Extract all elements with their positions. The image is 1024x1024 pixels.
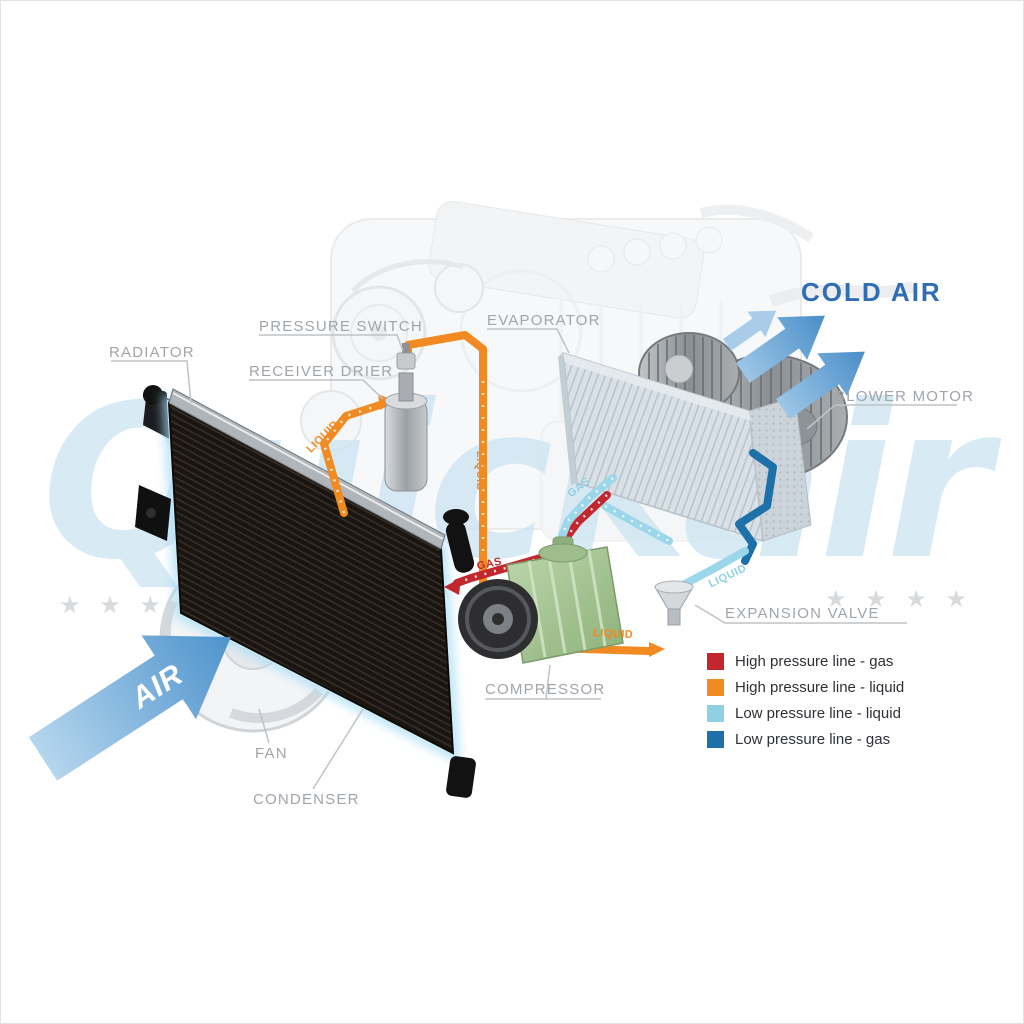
fan-label: FAN xyxy=(255,745,288,762)
cold-air-label: COLD AIR xyxy=(801,277,942,307)
compressor-label: COMPRESSOR xyxy=(485,681,605,698)
condenser xyxy=(135,388,476,798)
condenser-label: CONDENSER xyxy=(253,791,360,808)
pipe-low-pressure-evaporator-to-compressor xyxy=(557,474,617,543)
compressor xyxy=(458,536,624,664)
legend-swatch-low-pressure-gas xyxy=(707,731,724,748)
legend: High pressure line - gas High pressure l… xyxy=(707,653,904,748)
leader-lines xyxy=(111,328,957,790)
pipe-low-pressure-liquid-expansion-to-evaporator xyxy=(677,547,749,590)
legend-item-high-pressure-liquid: High pressure line - liquid xyxy=(707,679,904,696)
pressure-switch xyxy=(396,343,416,370)
cold-air-arrows xyxy=(722,310,865,419)
pipe-label-liquid-2: LIQUID xyxy=(474,451,486,491)
legend-label-high-pressure-gas: High pressure line - gas xyxy=(735,653,894,670)
receiver-drier xyxy=(384,372,428,492)
legend-swatch-high-pressure-liquid xyxy=(707,679,724,696)
pipe-label-liquid-3: LIQUID xyxy=(593,627,634,641)
legend-item-high-pressure-gas: High pressure line - gas xyxy=(707,653,904,670)
legend-swatch-low-pressure-liquid xyxy=(707,705,724,722)
radiator-label: RADIATOR xyxy=(109,344,195,361)
legend-label-low-pressure-liquid: Low pressure line - liquid xyxy=(735,705,901,722)
receiver-drier-label: RECEIVER DRIER xyxy=(249,363,393,380)
pipe-low-pressure-gas xyxy=(735,449,777,565)
pipe-low-pressure-liquid-hose xyxy=(601,502,673,545)
expansion-valve xyxy=(654,580,694,626)
watermark-stars-left: ★ ★ ★ xyxy=(59,592,167,619)
evaporator-label: EVAPORATOR xyxy=(487,312,601,329)
legend-swatch-high-pressure-gas xyxy=(707,653,724,670)
legend-item-low-pressure-gas: Low pressure line - gas xyxy=(707,731,904,748)
evaporator xyxy=(558,351,812,543)
blower-motor-label: BLOWER MOTOR xyxy=(835,388,974,405)
legend-item-low-pressure-liquid: Low pressure line - liquid xyxy=(707,705,904,722)
legend-label-low-pressure-gas: Low pressure line - gas xyxy=(735,731,891,748)
pipe-label-gas-1: GAS xyxy=(476,556,503,573)
expansion-valve-label: EXPANSION VALVE xyxy=(725,605,880,622)
watermark-stars-right: ★ ★ ★ ★ xyxy=(825,586,973,613)
legend-label-high-pressure-liquid: High pressure line - liquid xyxy=(735,679,905,696)
pressure-switch-label: PRESSURE SWITCH xyxy=(259,318,423,335)
